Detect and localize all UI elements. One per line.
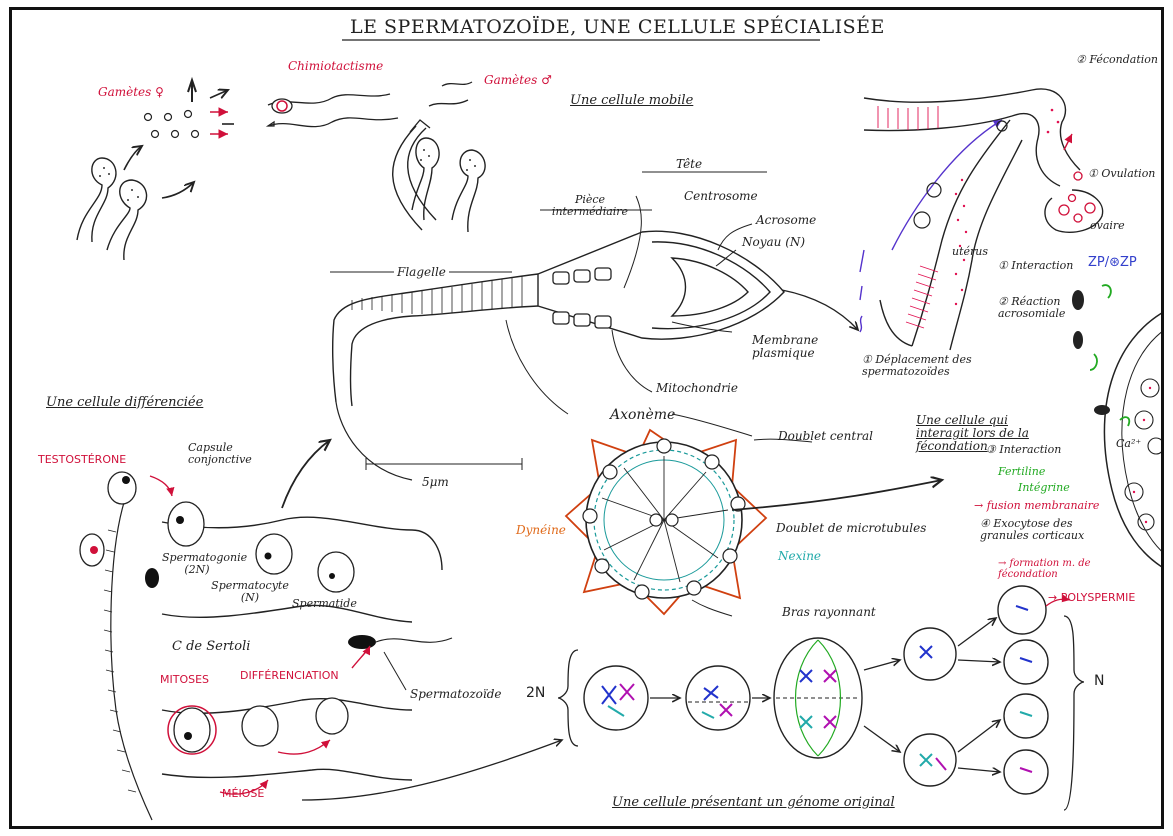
label-interaction-1: ① Interaction [998,260,1073,271]
page-title: LE SPERMATOZOÏDE, UNE CELLULE SPÉCIALISÉ… [350,18,885,37]
label-n: N [1094,674,1104,688]
label-centrosome: Centrosome [684,190,758,202]
label-fusion: → fusion membranaire [974,500,1099,511]
label-gametes-female: Gamètes ♀ [98,86,164,98]
section-genome: Une cellule présentant un génome origina… [612,796,895,809]
embryo-cells [914,121,1007,228]
cortical-granules [1125,379,1164,530]
label-testosterone: TESTOSTÉRONE [38,454,126,465]
sperm-sketches [268,82,472,230]
spermatozoid-leader [384,652,406,690]
label-fecondation: ② Fécondation [1076,54,1158,65]
spermatozoid-tail [376,638,452,642]
sperm-leader-lines [330,172,812,616]
egg-cells [145,111,199,138]
label-ovulation: ① Ovulation [1088,168,1155,179]
label-spermatocyte: Spermatocyte (N) [210,580,290,604]
label-spermatogonie: Spermatogonie (2N) [162,552,232,576]
label-doublet-microtubules: Doublet de microtubules [776,522,926,534]
label-acrosome: Acrosome [756,214,816,226]
label-scale: 5μm [422,476,449,488]
label-dyneine: Dynéine [516,524,566,536]
label-chemotaxis: Chimiotactisme [288,60,383,72]
chemotaxis-arrows [124,90,234,198]
label-doublet-central: Doublet central [778,430,873,442]
label-deplacement: ① Déplacement des spermatozoïdes [862,354,972,378]
ovary-sketch [77,138,485,260]
arrow-to-uterus [782,290,858,330]
label-bras-rayonnant: Bras rayonnant [782,606,876,618]
tubule-wall-hatching [104,530,136,792]
label-mitoses: MITOSES [160,674,209,685]
label-zp: ZP/⊛ZP [1088,256,1137,269]
label-membrane: Membrane plasmique [752,334,822,360]
label-fertiline: Fertiline [998,466,1045,477]
label-gametes-male: Gamètes ♂ [484,74,552,86]
label-interaction-3: ③ Interaction [986,444,1061,455]
label-spermatozoide: Spermatozoïde [410,688,502,700]
label-axoneme: Axonème [610,408,675,422]
uterus-red-dots [955,109,1059,305]
section-differentiated: Une cellule différenciée [46,396,203,409]
label-noyau: Noyau (N) [742,236,805,248]
label-membrane-fecondation: → formation m. de fécondation [998,558,1098,580]
female-symbol-up-arrow [188,80,196,102]
label-integrine: Intégrine [1018,482,1070,493]
label-nexine: Nexine [778,550,821,562]
label-polyspermie: → POLYSPERMIE [1048,592,1135,603]
label-calcium: Ca²⁺ [1116,438,1141,449]
label-ovaire: ovaire [1090,220,1125,231]
label-meiose: MÉIOSE [222,788,264,799]
diagram-frame: LE SPERMATOZOÏDE, UNE CELLULE SPÉCIALISÉ… [9,7,1164,829]
label-exocytose: ④ Exocytose des granules corticaux [980,518,1090,542]
label-mitochondrie: Mitochondrie [656,382,738,394]
label-flagelle: Flagelle [394,266,449,278]
label-sertoli: C de Sertoli [172,640,250,653]
label-capsule: Capsule conjonctive [188,442,258,466]
leydig-red-nucleus [90,546,98,554]
egg-pink-dots [1133,387,1151,523]
section-mobile: Une cellule mobile [570,94,693,107]
label-reaction-acrosomiale: ② Réaction acrosomiale [998,296,1080,320]
label-tete: Tête [676,158,702,170]
label-differenciation: DIFFÉRENCIATION [240,670,339,681]
label-spermatide: Spermatide [292,598,357,609]
label-uterus: utérus [952,246,988,257]
ovary-dots [99,149,476,201]
label-piece-intermediaire: Pièce intermédiaire [542,194,638,217]
label-2n: 2N [526,686,545,700]
